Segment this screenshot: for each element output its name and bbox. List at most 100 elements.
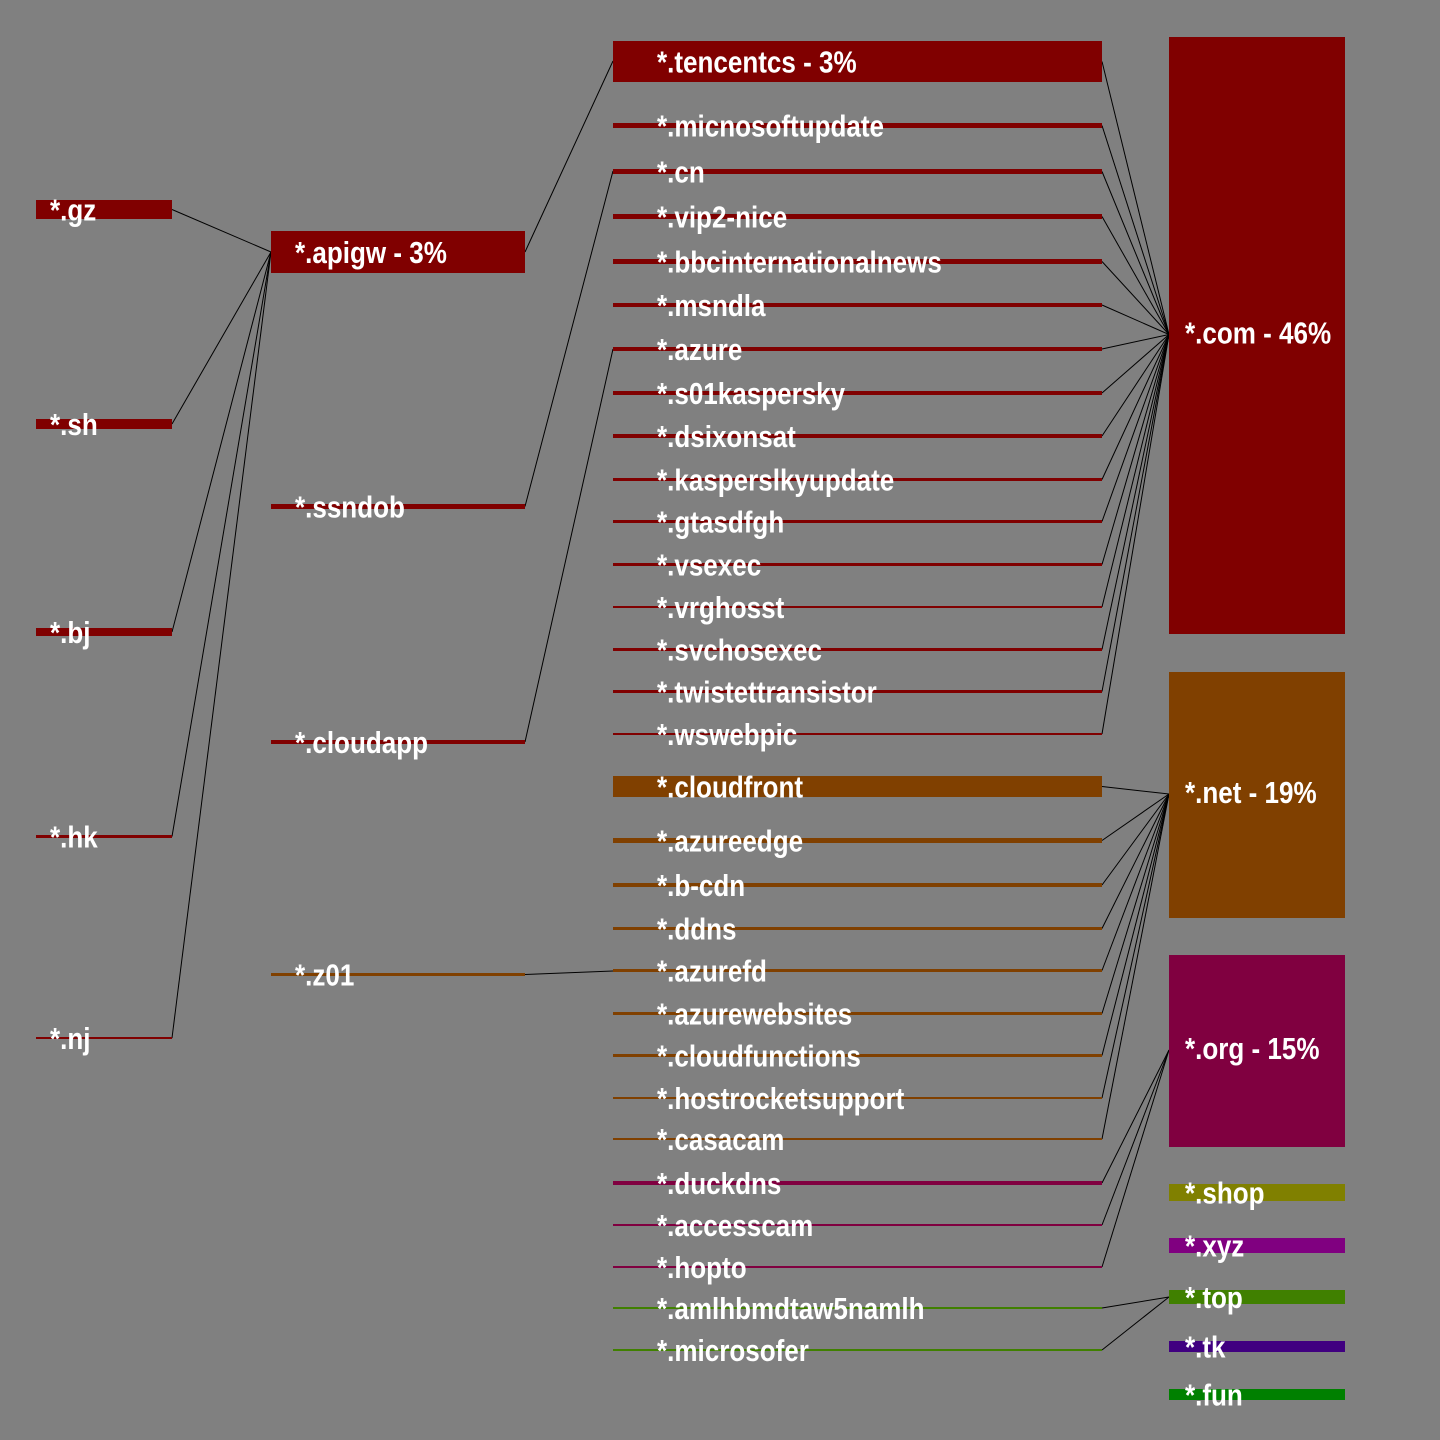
link-azure-to-com (1101, 334, 1170, 350)
node-cloudfront[interactable]: *.cloudfront (613, 770, 1102, 805)
node-org[interactable]: *.org - 15% (1169, 955, 1345, 1147)
node-label: *.sh (50, 408, 98, 443)
node-bar (613, 563, 1102, 566)
node-bar (613, 520, 1102, 523)
node-label: *.accesscam (657, 1209, 813, 1244)
node-fun[interactable]: *.fun (1169, 1378, 1345, 1413)
node-label: *.azureedge (657, 824, 803, 859)
node-bar (1169, 955, 1345, 1147)
node-apigw[interactable]: *.apigw - 3% (271, 231, 525, 273)
link-svchosexec-to-com (1101, 334, 1170, 650)
node-bj[interactable]: *.bj (36, 616, 172, 651)
node-azure[interactable]: *.azure (613, 333, 1102, 368)
node-nj[interactable]: *.nj (36, 1022, 172, 1057)
node-bar (613, 969, 1102, 972)
node-bar (613, 123, 1102, 128)
link-b-cdn-to-net (1101, 793, 1170, 886)
node-s01kaspersky[interactable]: *.s01kaspersky (613, 377, 1102, 412)
node-gtasdfgh[interactable]: *.gtasdfgh (613, 505, 1102, 540)
node-bar (271, 973, 525, 976)
node-com[interactable]: *.com - 46% (1169, 37, 1345, 634)
node-shop[interactable]: *.shop (1169, 1176, 1345, 1211)
node-casacam[interactable]: *.casacam (613, 1123, 1102, 1158)
node-bar (613, 1181, 1102, 1185)
node-azurefd[interactable]: *.azurefd (613, 954, 1102, 989)
node-vrghosst[interactable]: *.vrghosst (613, 591, 1102, 626)
nodes-layer: *.gz *.sh *.bj *.hk *.nj *.apigw - 3% *.ssndob… (36, 37, 1345, 1413)
node-bar (613, 733, 1102, 735)
node-hostrocketsupport[interactable]: *.hostrocketsupport (613, 1082, 1102, 1117)
node-bar (613, 41, 1102, 82)
node-label: *.org - 15% (1185, 1032, 1319, 1067)
node-label: *.shop (1185, 1176, 1265, 1211)
node-label: *.tencentcs - 3% (657, 45, 857, 80)
node-dsixonsat[interactable]: *.dsixonsat (613, 420, 1102, 455)
node-accesscam[interactable]: *.accesscam (613, 1209, 1102, 1244)
node-bar (1169, 1184, 1345, 1201)
node-cloudfunctions[interactable]: *.cloudfunctions (613, 1039, 1102, 1074)
link-accesscam-to-org (1101, 1049, 1170, 1226)
node-label: *.azurefd (657, 954, 767, 989)
node-tencentcs[interactable]: *.tencentcs - 3% (613, 41, 1102, 82)
link-azureedge-to-net (1101, 793, 1170, 841)
node-sh[interactable]: *.sh (36, 408, 172, 443)
node-cloudapp[interactable]: *.cloudapp (271, 726, 525, 761)
node-vsexec[interactable]: *.vsexec (613, 548, 1102, 583)
node-microsofer[interactable]: *.microsofer (613, 1334, 1102, 1369)
node-label: *.hk (50, 820, 98, 855)
links-layer (171, 60, 1170, 1351)
link-kasperslkyupdate-to-com (1101, 334, 1170, 480)
link-microsofer-to-top (1101, 1296, 1170, 1351)
link-bbcinternationalnews-to-com (1101, 261, 1170, 335)
link-amlhbmdtaw5namlh-to-top (1101, 1296, 1170, 1309)
node-bbcinternationalnews[interactable]: *.bbcinternationalnews (613, 245, 1102, 280)
node-ddns[interactable]: *.ddns (613, 912, 1102, 947)
link-ssndob-to-cn (524, 170, 614, 507)
node-azurewebsites[interactable]: *.azurewebsites (613, 997, 1102, 1032)
node-azureedge[interactable]: *.azureedge (613, 824, 1102, 859)
link-vrghosst-to-com (1101, 334, 1170, 608)
node-svchosexec[interactable]: *.svchosexec (613, 633, 1102, 668)
node-label: *.cloudfunctions (657, 1039, 861, 1074)
link-sh-to-apigw (171, 251, 272, 425)
node-bar (613, 347, 1102, 351)
node-label: *.z01 (295, 958, 354, 993)
node-vip2-nice[interactable]: *.vip2-nice (613, 200, 1102, 235)
node-bar (613, 927, 1102, 930)
node-label: *.kasperslkyupdate (657, 463, 894, 498)
link-tencentcs-to-com (1101, 61, 1170, 335)
node-twistettransistor[interactable]: *.twistettransistor (613, 675, 1102, 710)
node-kasperslkyupdate[interactable]: *.kasperslkyupdate (613, 463, 1102, 498)
node-micnosoftupdate[interactable]: *.micnosoftupdate (613, 109, 1102, 144)
link-z01-to-azurefd (524, 970, 614, 975)
node-bar (613, 648, 1102, 651)
node-gz[interactable]: *.gz (36, 193, 172, 228)
node-label: *.azurewebsites (657, 997, 852, 1032)
node-label: *.cn (657, 155, 705, 190)
node-net[interactable]: *.net - 19% (1169, 672, 1345, 918)
node-top[interactable]: *.top (1169, 1281, 1345, 1316)
node-label: *.hostrocketsupport (657, 1082, 905, 1117)
node-xyz[interactable]: *.xyz (1169, 1229, 1345, 1264)
node-tk[interactable]: *.tk (1169, 1330, 1345, 1365)
node-hopto[interactable]: *.hopto (613, 1251, 1102, 1286)
node-hk[interactable]: *.hk (36, 820, 172, 855)
node-duckdns[interactable]: *.duckdns (613, 1167, 1102, 1202)
node-z01[interactable]: *.z01 (271, 958, 525, 993)
node-amlhbmdtaw5namlh[interactable]: *.amlhbmdtaw5namlh (613, 1292, 1102, 1327)
node-b-cdn[interactable]: *.b-cdn (613, 869, 1102, 904)
link-gtasdfgh-to-com (1101, 334, 1170, 522)
node-label: *.b-cdn (657, 869, 745, 904)
node-msndla[interactable]: *.msndla (613, 289, 1102, 324)
node-label: *.xyz (1185, 1229, 1244, 1264)
node-ssndob[interactable]: *.ssndob (271, 490, 525, 525)
node-label: *.micnosoftupdate (657, 109, 884, 144)
node-cn[interactable]: *.cn (613, 155, 1102, 190)
node-label: *.top (1185, 1281, 1243, 1316)
node-label: *.azure (657, 333, 742, 368)
node-bar (36, 1037, 172, 1039)
node-wswebpic[interactable]: *.wswebpic (613, 718, 1102, 753)
node-label: *.fun (1185, 1378, 1243, 1413)
node-bar (613, 1012, 1102, 1015)
